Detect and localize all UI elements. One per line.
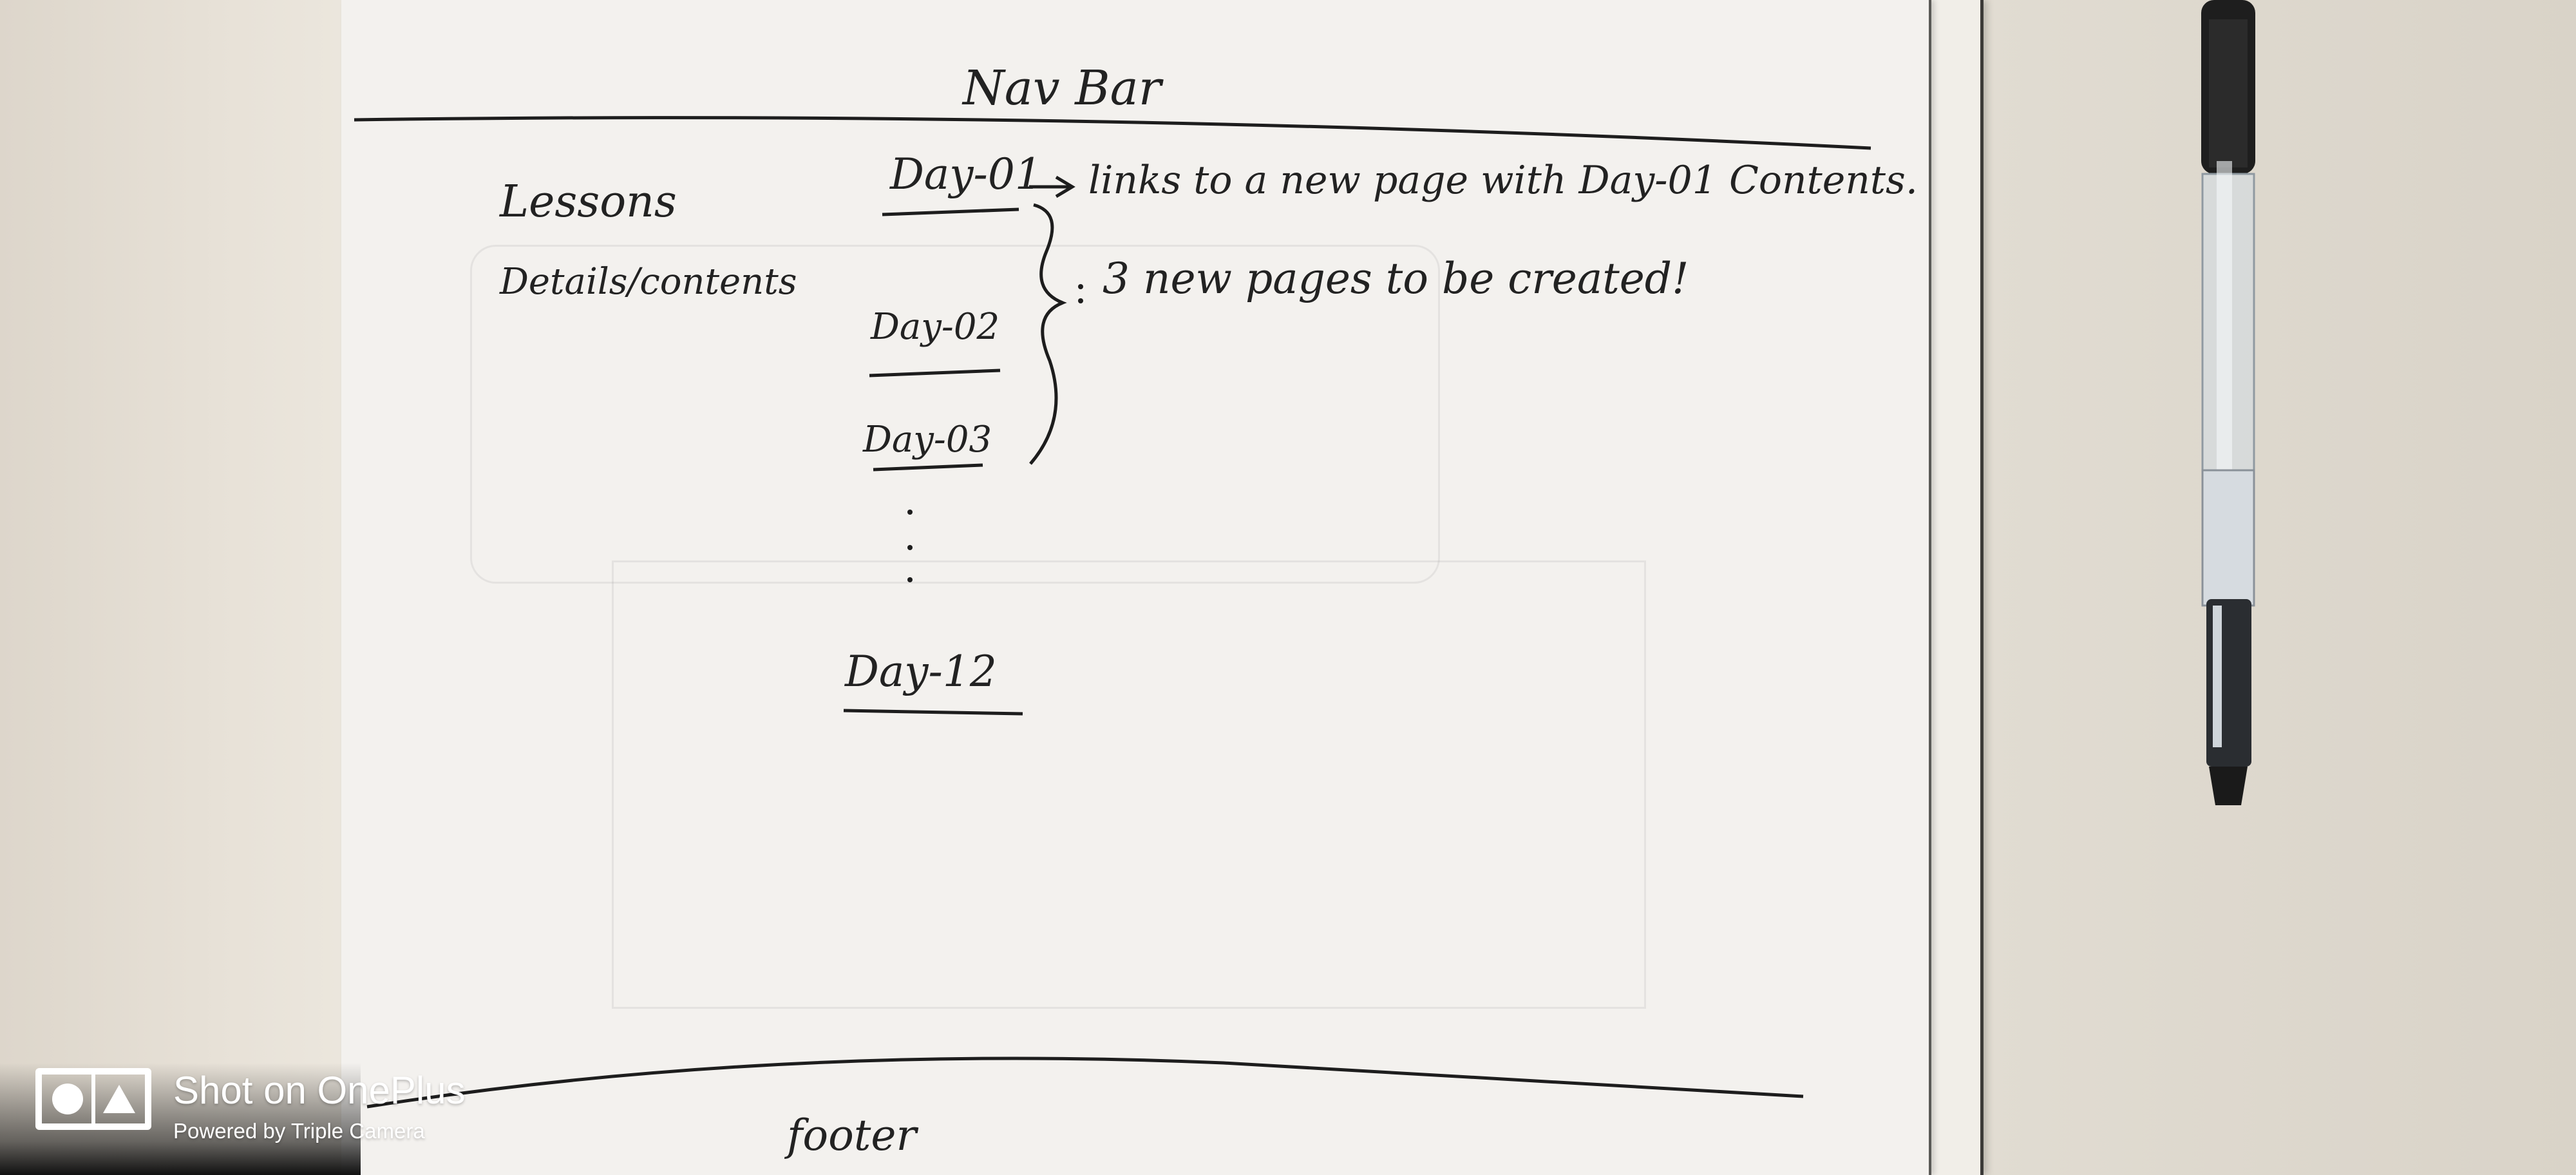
- watermark-line-2: Powered by Triple Camera: [173, 1119, 425, 1143]
- nav-bar-label: Nav Bar: [963, 61, 1162, 116]
- watermark-line-1: Shot on OnePlus: [173, 1069, 466, 1112]
- paper-sheet: [341, 0, 1931, 1175]
- pen-image: [2201, 0, 2255, 805]
- bottom-left-shadow: [0, 1063, 361, 1175]
- faint-bleed-outline: [470, 245, 1440, 584]
- day-12-underline: [843, 709, 1023, 716]
- lessons-label: Lessons: [500, 177, 677, 227]
- day-02-link: Day-02: [871, 306, 1000, 348]
- colon-dot-2: [1078, 298, 1083, 303]
- day-01-link: Day-01: [890, 149, 1042, 199]
- camera-watermark: Shot on OnePlus Powered by Triple Camera: [35, 1068, 466, 1143]
- links-note: links to a new page with Day-01 Contents…: [1088, 158, 1918, 203]
- curly-brace: [1029, 203, 1067, 465]
- ellipsis-dot-1: [907, 510, 913, 515]
- pages-note: 3 new pages to be created!: [1103, 254, 1689, 303]
- footer-divider-line: [366, 1056, 1804, 1109]
- colon-dot-1: [1078, 284, 1083, 289]
- day-03-underline: [873, 463, 983, 472]
- day-02-underline: [869, 368, 1001, 377]
- day-03-link: Day-03: [863, 419, 992, 461]
- footer-label: footer: [787, 1111, 917, 1160]
- desk-left: [0, 0, 361, 1175]
- oneplus-camera-logo-icon: [35, 1068, 151, 1130]
- day-01-underline: [882, 207, 1019, 216]
- day-12-link: Day-12: [845, 647, 997, 696]
- ellipsis-dot-2: [907, 545, 913, 550]
- arrow-head: [1055, 175, 1075, 198]
- details-label: Details/contents: [500, 261, 797, 303]
- faint-bleed-form: [612, 560, 1646, 1009]
- nav-divider-line: [354, 116, 1871, 150]
- ellipsis-dot-3: [907, 577, 913, 582]
